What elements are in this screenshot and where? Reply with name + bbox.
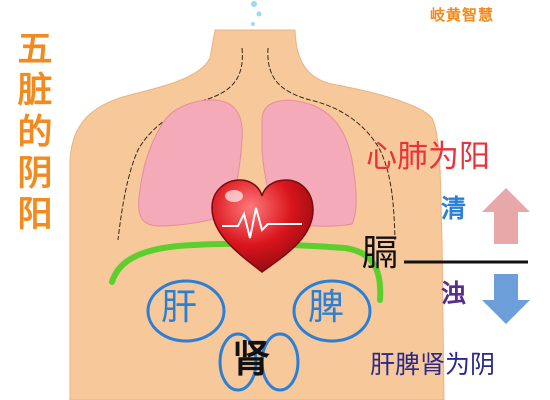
heartbeat-icon	[222, 207, 302, 239]
airway	[267, 47, 396, 241]
turbid-label: 浊	[441, 279, 467, 308]
clear-label: 清	[441, 194, 467, 223]
airway	[117, 47, 243, 241]
diaphragm-label: 膈	[362, 233, 399, 274]
liver-ring	[146, 279, 226, 343]
heart-icon	[211, 179, 314, 273]
kidney-label: 肾	[232, 337, 271, 381]
liver-label: 肝	[161, 287, 198, 328]
kidney-ring-left	[218, 332, 258, 392]
spleen-ring	[292, 279, 372, 343]
yang-label: 心肺为阳	[366, 139, 490, 175]
brand-text: 岐黄智慧	[430, 6, 495, 24]
kidney-ring-right	[260, 332, 300, 392]
vertical-title: 五脏的阴阳	[17, 30, 53, 236]
yin-label: 肝脾肾为阴	[370, 350, 496, 379]
heart-highlight	[225, 190, 243, 202]
spleen-label: 脾	[308, 287, 345, 328]
down-arrow-icon	[482, 274, 530, 324]
up-arrow-icon	[482, 188, 530, 244]
